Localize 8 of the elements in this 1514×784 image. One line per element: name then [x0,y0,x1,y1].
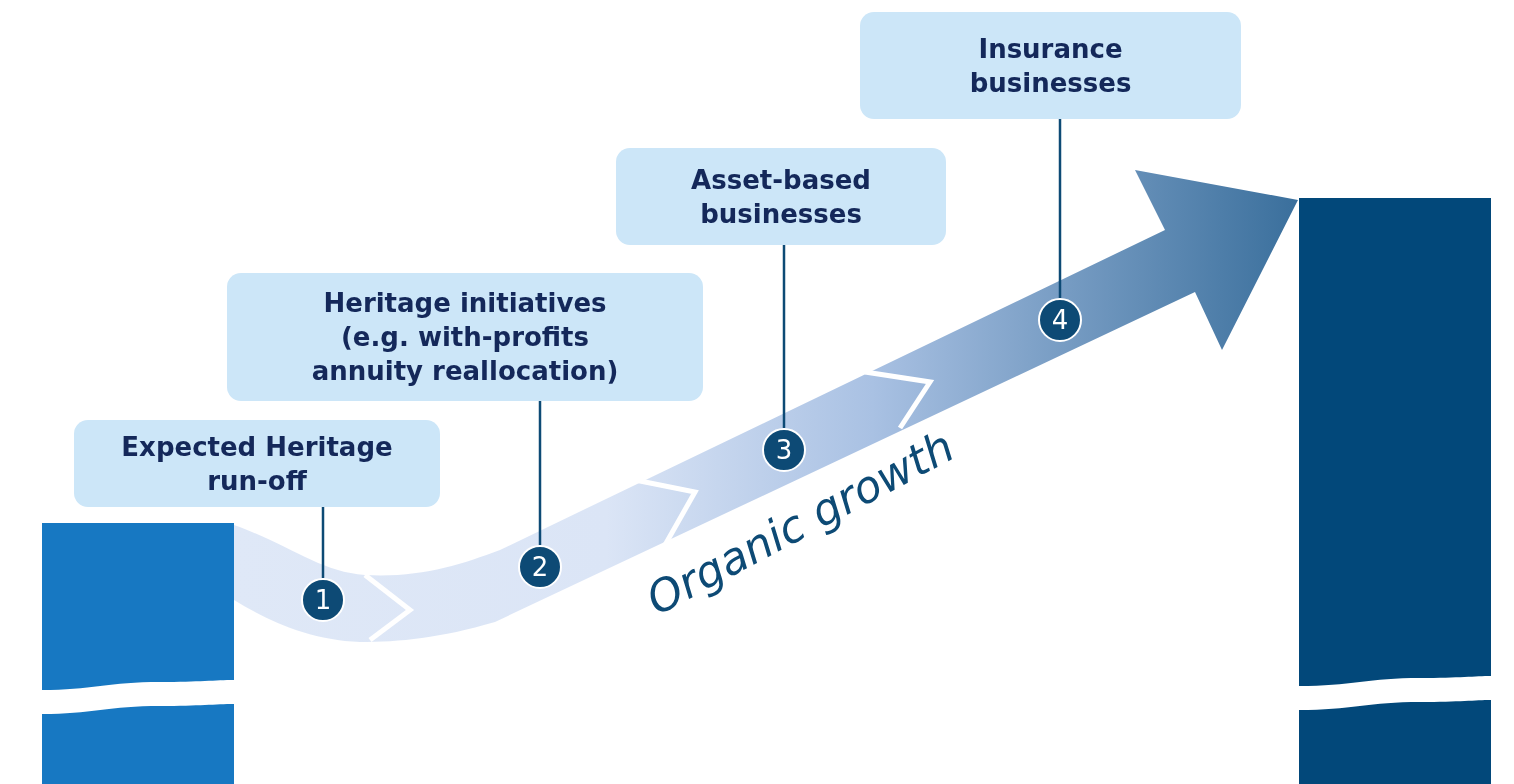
label-box: Asset-based businesses [616,148,946,245]
leader-line [782,245,786,428]
leader-line [321,507,325,578]
leader-line [1058,119,1062,298]
label-box: Insurance businesses [860,12,1241,119]
label-box: Heritage initiatives (e.g. with-profits annuity reallocation) [227,273,703,401]
label-box: Expected Heritage run-off [74,420,440,507]
leader-line [538,401,542,545]
